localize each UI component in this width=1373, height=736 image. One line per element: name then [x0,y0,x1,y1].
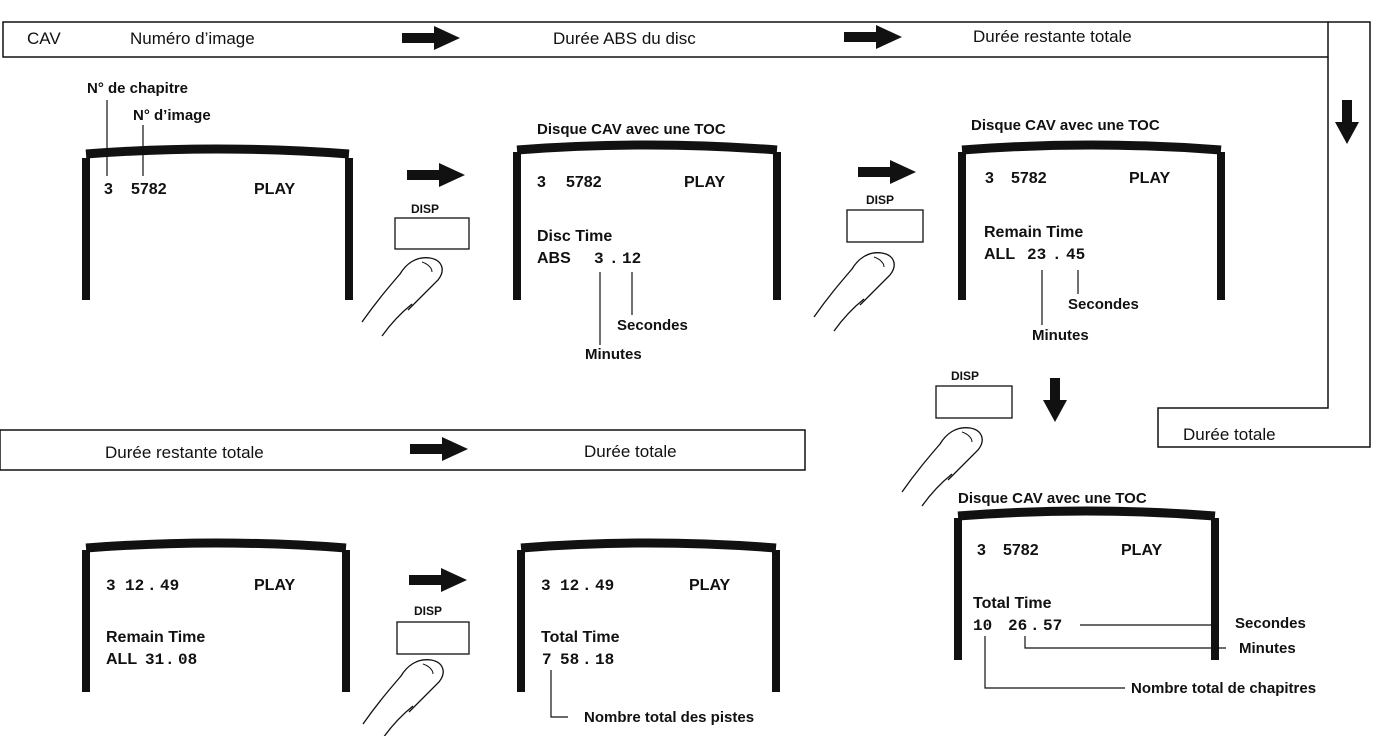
screen4-chapters-label: Nombre total de chapitres [1131,681,1316,696]
screen2-minutes-label: Minutes [585,347,642,362]
screen4-minutes-label: Minutes [1239,641,1296,656]
screen4-minutes: 26 [1008,618,1027,634]
screen2-mode-line: Disc Time [537,229,612,245]
screen3-frame-number: 5782 [1011,171,1047,187]
screen2-minutes: 3 [594,251,604,267]
arrow-right-icon [402,26,460,50]
finger-press-icon [814,253,894,331]
screen5-remain-minutes: 31 [145,652,164,668]
chapter-number-label: N° de chapitre [87,81,188,96]
screen2-seconds-label: Secondes [617,318,688,333]
arrow-right-icon [410,437,468,461]
screen6-tracks-label: Nombre total des pistes [584,710,754,725]
screen3-minutes-label: Minutes [1032,328,1089,343]
screen-6-frame [521,543,776,692]
screen6-total-minutes: 58 [560,652,579,668]
screen4-seconds: 57 [1043,618,1062,634]
screen4-separator: . [1030,618,1040,634]
screen4-mode-line: Total Time [973,596,1052,612]
screen6-status: PLAY [689,578,730,594]
disp-button[interactable] [397,622,469,654]
disp-label: DISP [414,605,442,617]
disp-button[interactable] [936,386,1012,418]
screen3-caption: Disque CAV avec une TOC [971,118,1160,133]
screen2-separator: . [609,251,619,267]
disp-button[interactable] [395,218,469,249]
bottom-step-total-time: Durée totale [584,443,677,460]
screen4-seconds-label: Secondes [1235,616,1306,631]
screen4-frame-number: 5782 [1003,543,1039,559]
screen6-mode-line: Total Time [541,630,620,646]
top-step-image-number: Numéro d’image [130,30,255,47]
finger-press-icon [362,258,442,336]
screen5-chapter: 3 [106,578,116,594]
mode-label: CAV [27,30,61,47]
screen6-minutes: 12 [560,578,579,594]
screen3-all: ALL [984,247,1015,263]
arrow-right-icon [407,163,465,187]
screen6-chapter: 3 [541,578,551,594]
disp-button[interactable] [847,210,923,242]
screen-1-frame [86,149,349,300]
arrow-right-icon [409,568,467,592]
screen4-chapter: 3 [977,543,986,559]
screen2-frame-number: 5782 [566,175,602,191]
screen2-chapter: 3 [537,175,546,191]
top-band-frame [3,22,1370,447]
screen3-chapter: 3 [985,171,994,187]
arrow-down-icon [1043,378,1067,422]
image-number-label: N° d’image [133,108,211,123]
arrow-down-icon [1335,100,1359,144]
screen6-total-seconds: 18 [595,652,614,668]
top-step-remain-total: Durée restante totale [973,28,1132,45]
top-step-total-time: Durée totale [1183,426,1276,443]
screen4-chapter-count: 10 [973,618,992,634]
disp-label: DISP [866,194,894,206]
screen-5-frame [86,543,346,692]
screen5-mode-line: Remain Time [106,630,205,646]
screen5-status: PLAY [254,578,295,594]
screen3-seconds-label: Secondes [1068,297,1139,312]
screen3-seconds: 45 [1066,247,1085,263]
screen2-caption: Disque CAV avec une TOC [537,122,726,137]
screen5-minutes: 12 [125,578,144,594]
screen1-status: PLAY [254,182,295,198]
screen4-caption: Disque CAV avec une TOC [958,491,1147,506]
top-step-abs-time: Durée ABS du disc [553,30,696,47]
screen3-status: PLAY [1129,171,1170,187]
screen3-mode-line: Remain Time [984,225,1083,241]
screen2-abs: ABS [537,251,571,267]
screen6-track-count: 7 [542,652,552,668]
bottom-step-remain-total: Durée restante totale [105,444,264,461]
screen5-remain-separator: . [165,652,175,668]
disp-label: DISP [951,370,979,382]
screen3-minutes: 23 [1027,247,1046,263]
screen-2-frame [517,145,777,300]
screen5-separator: . [147,578,157,594]
screen6-separator: . [582,578,592,594]
screen4-status: PLAY [1121,543,1162,559]
screen2-seconds: 12 [622,251,641,267]
screen-4-frame [958,511,1215,660]
screen6-total-separator: . [582,652,592,668]
screen-3-frame [962,145,1221,300]
disp-label: DISP [411,203,439,215]
screen6-seconds: 49 [595,578,614,594]
screen1-frame-number: 5782 [131,182,167,198]
screen1-chapter: 3 [104,182,113,198]
screen5-all: ALL [106,652,137,668]
screen5-seconds: 49 [160,578,179,594]
arrow-right-icon [844,25,902,49]
arrow-right-icon [858,160,916,184]
screen2-status: PLAY [684,175,725,191]
screen5-remain-seconds: 08 [178,652,197,668]
finger-press-icon [363,660,443,736]
screen3-separator: . [1052,247,1062,263]
